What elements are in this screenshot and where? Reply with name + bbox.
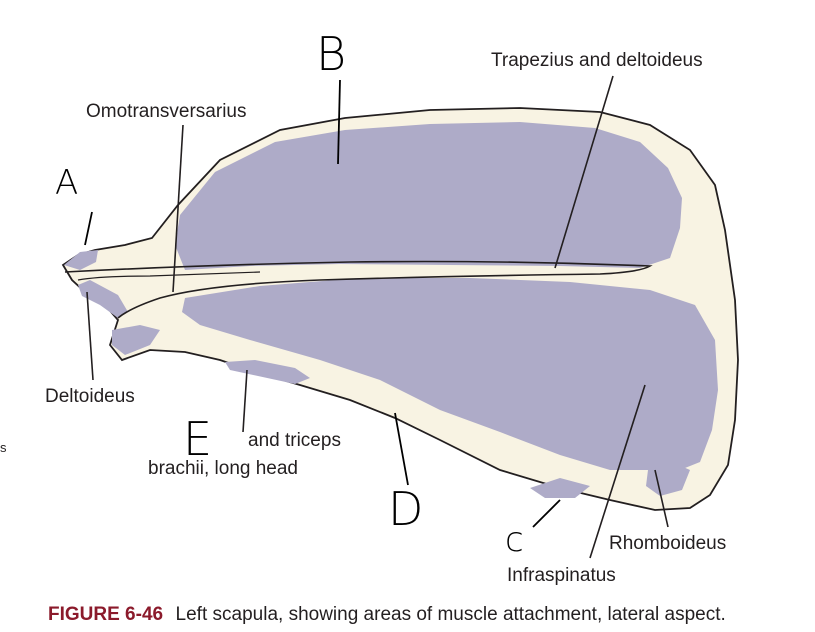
label-triceps-line2: brachii, long head [148, 458, 298, 479]
caption-figure-number: FIGURE 6-46 [48, 604, 163, 625]
rhomboideus-area [646, 462, 690, 496]
label-infraspinatus: Infraspinatus [507, 565, 616, 586]
label-trapezius-deltoideus: Trapezius and deltoideus [491, 50, 703, 71]
figure-caption: FIGURE 6-46 Left scapula, showing areas … [48, 604, 726, 625]
rhomboideus-leader [654, 469, 669, 528]
handwritten-letter-c: c [505, 520, 524, 560]
caption-text: Left scapula, showing areas of muscle at… [176, 604, 726, 625]
omotransversarius-leader [172, 124, 184, 293]
handwritten-a-leader [84, 211, 93, 246]
deltoideus-area [78, 280, 128, 318]
label-rhomboideus: Rhomboideus [609, 533, 726, 554]
handwritten-letter-d: D [388, 482, 423, 536]
infraspinous-muscle-area [182, 278, 718, 470]
infraspinatus-leader [589, 384, 646, 559]
handwritten-letter-e: E [183, 412, 212, 466]
triceps-area [225, 360, 310, 384]
label-triceps-line1: and triceps [248, 430, 341, 451]
handwritten-c-leader [532, 499, 561, 528]
triceps-leader [242, 369, 248, 433]
label-omotransversarius: Omotransversarius [86, 101, 247, 122]
stray-edge-text: s [0, 440, 7, 455]
trapezius-leader [554, 75, 614, 269]
scapular-spine [64, 260, 653, 319]
handwritten-b-leader [337, 79, 341, 165]
label-deltoideus: Deltoideus [45, 386, 135, 407]
teres-area-c [530, 478, 590, 498]
deltoideus-leader [86, 291, 94, 381]
supraspinous-muscle-area [175, 122, 682, 270]
omotransversarius-area [64, 250, 98, 270]
handwritten-letter-b: B [316, 27, 346, 81]
handwritten-d-leader [394, 412, 409, 486]
acromion-area [112, 325, 160, 355]
handwritten-letter-a: A [55, 163, 78, 203]
